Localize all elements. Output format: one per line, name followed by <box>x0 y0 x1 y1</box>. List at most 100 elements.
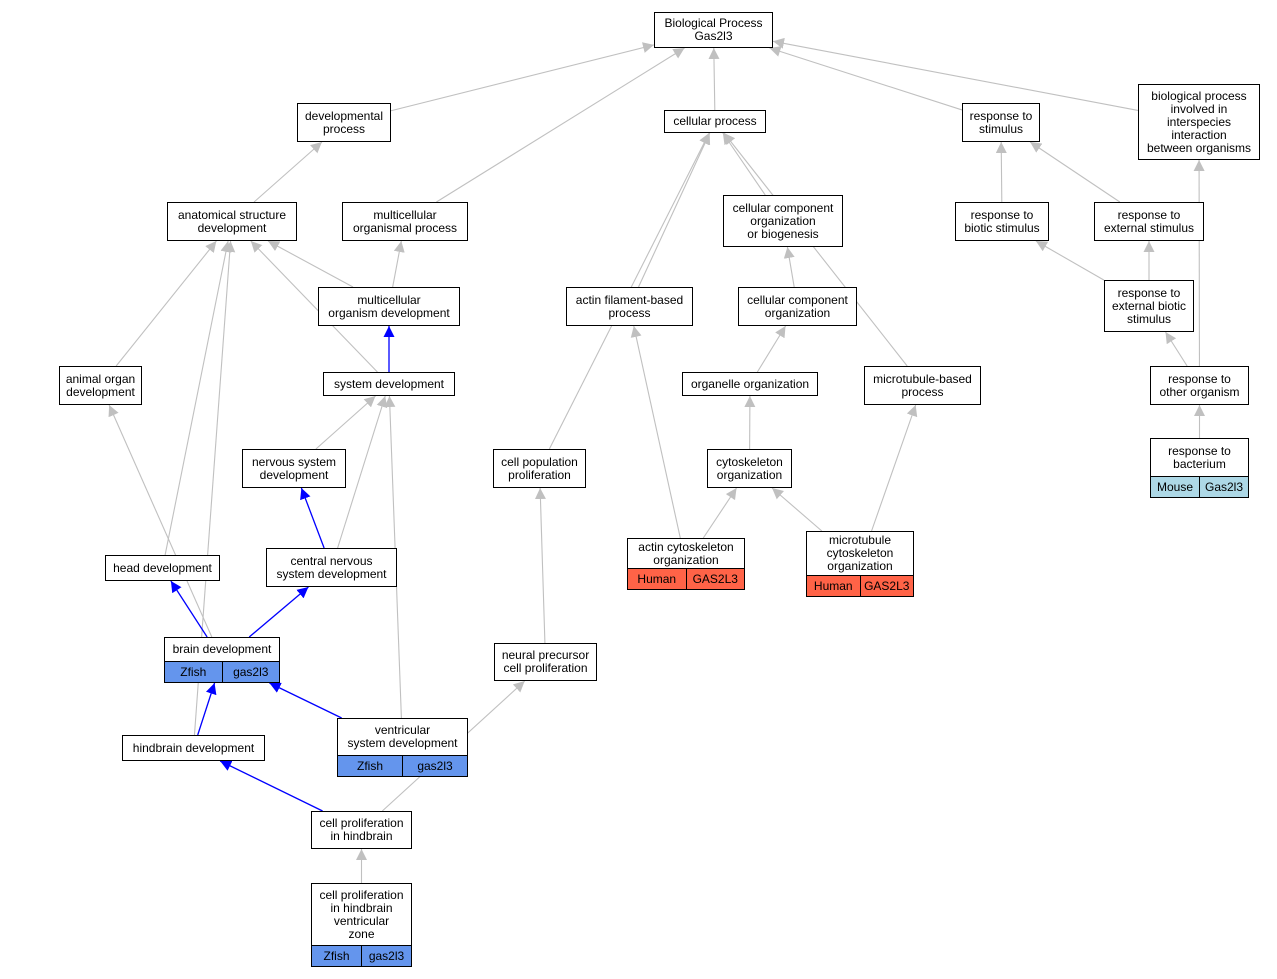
node-label: response to bacterium <box>1168 443 1231 471</box>
node-extbio[interactable]: response to external biotic stimulus <box>1104 280 1194 332</box>
node-stim[interactable]: response to stimulus <box>962 103 1040 142</box>
node-label: neural precursor cell proliferation <box>501 648 590 675</box>
edge-cph-to-hind <box>219 760 323 812</box>
node-head[interactable]: head development <box>105 555 220 581</box>
node-label: cell proliferation in hindbrain ventricu… <box>319 887 404 941</box>
node-label: system development <box>333 376 445 391</box>
node-label: multicellular organism development <box>328 292 450 320</box>
edge-multi-to-bp <box>436 47 685 203</box>
node-anat[interactable]: anatomical structure development <box>167 202 297 241</box>
species-tag: Zfish <box>323 948 350 963</box>
node-label: cell proliferation in hindbrain <box>319 816 404 843</box>
species-tag: Human <box>813 578 853 593</box>
node-label: response to external biotic stimulus <box>1111 285 1187 326</box>
gene-tag: gas2l3 <box>402 756 467 776</box>
node-organelle[interactable]: organelle organization <box>682 372 818 396</box>
node-npcp[interactable]: neural precursor cell proliferation <box>494 643 597 681</box>
node-label: microtubule-based process <box>873 371 972 399</box>
node-label: cellular process <box>673 114 757 128</box>
gene-tag: GAS2L3 <box>685 569 745 589</box>
edge-vsd-to-brain <box>269 682 342 719</box>
node-cco[interactable]: cellular component organization <box>738 287 857 326</box>
node-label: central nervous system development <box>276 553 387 581</box>
annotation-tags: Human GAS2L3 <box>807 575 913 596</box>
annotation-tags: Zfish gas2l3 <box>338 755 467 776</box>
node-label: hindbrain development <box>132 740 255 755</box>
node-cpp[interactable]: cell population proliferation <box>493 449 586 488</box>
node-label: microtubule cytoskeleton organization <box>826 533 894 573</box>
node-multi[interactable]: multicellular organismal process <box>342 202 468 241</box>
edge-hind-to-brain <box>197 682 217 736</box>
node-inter[interactable]: biological process involved in interspec… <box>1138 84 1260 160</box>
node-label: biological process involved in interspec… <box>1146 88 1252 155</box>
node-label: head development <box>113 560 212 575</box>
edge-inter-to-bp <box>772 37 1139 111</box>
node-biotic[interactable]: response to biotic stimulus <box>955 202 1049 241</box>
node-cell[interactable]: cellular process <box>664 110 766 133</box>
node-extern[interactable]: response to external stimulus <box>1094 202 1204 241</box>
edge-brain-to-cns <box>248 586 309 638</box>
node-actinfb[interactable]: actin filament-based process <box>566 287 693 326</box>
edge-mtb-to-cell <box>723 132 908 367</box>
edge-nsd-to-sysdev <box>315 395 376 450</box>
node-label: response to other organism <box>1159 371 1240 399</box>
node-bp[interactable]: Biological Process Gas2l3 <box>654 12 773 48</box>
edge-ccob-to-cell <box>722 132 766 196</box>
node-nsd[interactable]: nervous system development <box>242 449 346 488</box>
node-label: actin cytoskeleton organization <box>638 539 734 567</box>
species-tag: Zfish <box>180 664 207 679</box>
node-cns[interactable]: central nervous system development <box>266 548 397 587</box>
gene-tag: Gas2l3 <box>1199 477 1248 497</box>
edge-actcyto-to-actinfb <box>630 325 681 539</box>
node-label: response to stimulus <box>969 108 1033 136</box>
node-cyto[interactable]: cytoskeleton organization <box>707 449 792 488</box>
edge-other-to-extbio <box>1165 331 1188 367</box>
node-label: Biological Process Gas2l3 <box>664 16 763 43</box>
node-sysdev[interactable]: system development <box>323 372 455 396</box>
node-other[interactable]: response to other organism <box>1150 366 1249 405</box>
node-label: multicellular organismal process <box>352 207 458 235</box>
node-mtb[interactable]: microtubule-based process <box>864 366 981 405</box>
gene-tag: GAS2L3 <box>859 576 914 596</box>
edge-dev-to-bp <box>390 42 655 112</box>
node-cphvz[interactable]: cell proliferation in hindbrain ventricu… <box>311 883 412 967</box>
node-hind[interactable]: hindbrain development <box>122 735 265 761</box>
edge-cns-to-nsd <box>300 487 325 549</box>
edge-head-to-anat <box>164 240 232 556</box>
node-label: anatomical structure development <box>177 207 287 235</box>
node-label: brain development <box>172 642 272 656</box>
node-ccob[interactable]: cellular component organization or bioge… <box>723 195 843 247</box>
edge-actcyto-to-cyto <box>702 487 737 539</box>
node-cph[interactable]: cell proliferation in hindbrain <box>311 811 412 849</box>
node-label: ventricular system development <box>347 723 458 750</box>
node-organ[interactable]: animal organ development <box>59 366 142 405</box>
edge-actinfb-to-cell <box>638 132 711 288</box>
edge-brain-to-head <box>170 580 208 638</box>
edge-mod-to-multi <box>392 240 405 288</box>
node-label: cellular component organization or bioge… <box>732 200 834 241</box>
node-label: organelle organization <box>690 376 810 391</box>
node-label: cytoskeleton organization <box>716 454 783 482</box>
node-mod[interactable]: multicellular organism development <box>318 287 460 326</box>
species-tag: Human <box>637 571 677 586</box>
node-label: nervous system development <box>251 454 337 482</box>
node-label: developmental process <box>304 108 384 136</box>
species-tag: Zfish <box>356 758 383 773</box>
edge-organelle-to-cco <box>756 325 787 373</box>
edge-extern-to-stim <box>1029 141 1121 203</box>
node-dev[interactable]: developmental process <box>297 103 391 142</box>
node-label: response to biotic stimulus <box>964 207 1040 235</box>
node-label: animal organ development <box>65 371 136 399</box>
edge-npcp-to-cpp <box>534 487 546 644</box>
node-label: cell population proliferation <box>501 454 578 482</box>
edge-stim-to-bp <box>769 46 963 111</box>
edge-brain-to-organ <box>108 404 213 638</box>
